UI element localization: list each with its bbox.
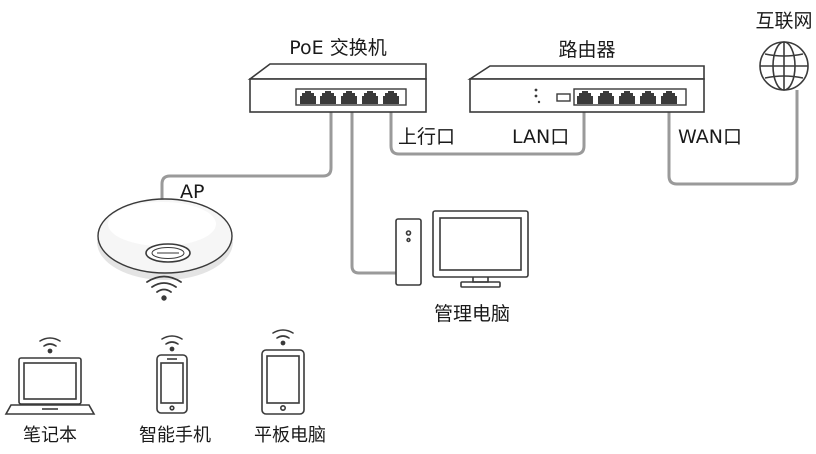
router-usb-port xyxy=(556,93,571,102)
laptop-screen xyxy=(18,357,82,405)
router-port-4 xyxy=(640,91,656,104)
router-port-2 xyxy=(598,91,614,104)
port-2 xyxy=(320,91,336,104)
router-label: 路由器 xyxy=(558,39,615,61)
cable-switch-to-ap xyxy=(160,104,333,202)
smartphone xyxy=(156,354,188,414)
router-wan-port xyxy=(661,91,677,104)
pc-monitor xyxy=(432,210,529,278)
smartphone-label: 智能手机 xyxy=(139,425,211,446)
router-top xyxy=(467,65,705,80)
tablet-wifi-icon xyxy=(272,329,294,346)
port-4 xyxy=(362,91,378,104)
port-1 xyxy=(300,91,316,104)
poe-switch: PoE 交换机 xyxy=(247,37,427,113)
pc-tower xyxy=(395,218,422,286)
tablet-label: 平板电脑 xyxy=(254,425,326,446)
poe-switch-label: PoE 交换机 xyxy=(289,37,386,59)
cable-switch-to-admin-pc xyxy=(350,104,396,275)
router-port-3 xyxy=(619,91,635,104)
port-5-uplink xyxy=(383,91,399,104)
admin-pc-label: 管理电脑 xyxy=(434,303,510,325)
smartphone-body xyxy=(156,354,188,414)
laptop-label: 笔记本 xyxy=(23,425,77,446)
router-led-indicators xyxy=(534,88,541,104)
smartphone-wifi-icon xyxy=(161,335,183,352)
uplink-port-label: 上行口 xyxy=(398,126,455,148)
ap-wifi-signal-icon xyxy=(146,275,182,301)
ceiling-access-point xyxy=(97,198,233,280)
laptop xyxy=(4,357,96,415)
ap-top-highlight xyxy=(108,202,216,246)
lan-port-label: LAN口 xyxy=(512,126,569,148)
cable-switch-uplink-to-router-lan xyxy=(389,104,586,156)
internet-globe xyxy=(759,41,809,91)
wan-port-label: WAN口 xyxy=(678,126,742,148)
cable-router-wan-to-internet xyxy=(667,90,799,186)
poe-switch-ports xyxy=(300,91,399,104)
ap-label: AP xyxy=(180,181,204,203)
router-lan-port xyxy=(577,91,593,104)
tablet-body xyxy=(261,349,305,415)
router-ports xyxy=(577,91,677,104)
cables xyxy=(160,90,799,275)
port-3 xyxy=(341,91,357,104)
laptop-wifi-icon xyxy=(39,337,61,354)
router: 路由器 xyxy=(467,39,705,113)
poe-switch-top xyxy=(247,63,427,80)
admin-pc xyxy=(395,210,529,288)
tablet xyxy=(261,349,305,415)
internet-label: 互联网 xyxy=(755,10,812,32)
